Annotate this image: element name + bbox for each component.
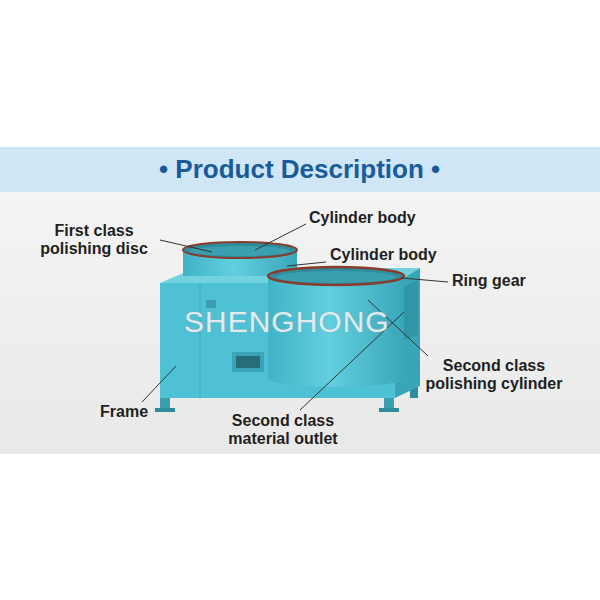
part-label: Second class polishing cylinder [408,357,580,394]
part-label: Ring gear [452,272,552,290]
part-label: Cylinder body [309,209,439,227]
watermark: SHENGHONG [184,305,390,339]
part-label: Frame [100,403,160,421]
machine [155,242,420,412]
ground [0,192,600,454]
part-label: Cylinder body [330,246,460,264]
part-label: First class polishing disc [26,222,162,259]
banner-title: • Product Description • [159,154,440,185]
banner [0,147,600,192]
part-label: Second class material outlet [203,412,363,449]
